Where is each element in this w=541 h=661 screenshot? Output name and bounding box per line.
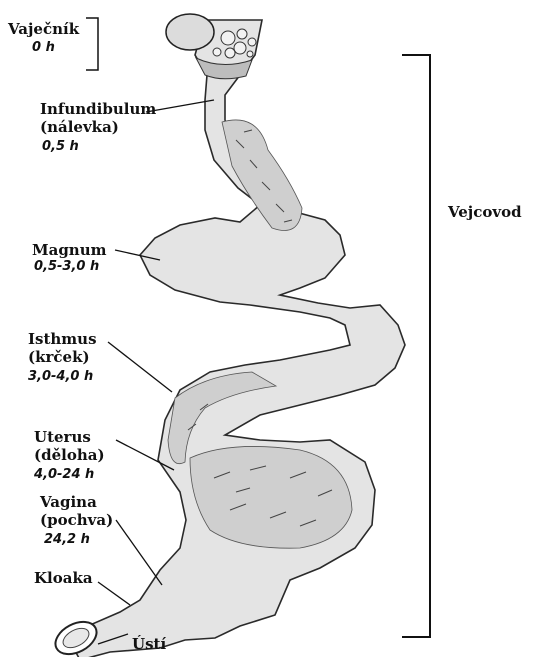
uterus-time: 4,0-24 h xyxy=(34,467,94,483)
isthmus-time: 3,0-4,0 h xyxy=(28,369,93,385)
oviduct-label: Vejcovod xyxy=(448,203,522,221)
ovary-label: Vaječník xyxy=(8,20,79,38)
oviduct-bracket xyxy=(402,55,430,637)
isthmus-label: Isthmus xyxy=(28,330,97,348)
vagina-alt-label: (pochva) xyxy=(40,511,113,529)
texture-regions xyxy=(168,120,352,548)
ovary-bracket xyxy=(86,18,98,70)
uterus-label: Uterus xyxy=(34,428,91,446)
isthmus-alt-label: (krček) xyxy=(28,348,90,366)
vagina-label: Vagina xyxy=(40,493,97,511)
ovary-time: 0 h xyxy=(32,40,55,56)
vent-label: Ústí xyxy=(132,635,166,653)
infundibulum-alt-label: (nálevka) xyxy=(40,118,119,136)
infundibulum-time: 0,5 h xyxy=(42,139,79,155)
infundibulum-label: Infundibulum xyxy=(40,100,156,118)
magnum-label: Magnum xyxy=(32,241,107,259)
magnum-time: 0,5-3,0 h xyxy=(34,259,99,275)
cloaca-label: Kloaka xyxy=(34,569,93,587)
uterus-alt-label: (děloha) xyxy=(34,446,105,464)
vagina-time: 24,2 h xyxy=(44,532,90,548)
